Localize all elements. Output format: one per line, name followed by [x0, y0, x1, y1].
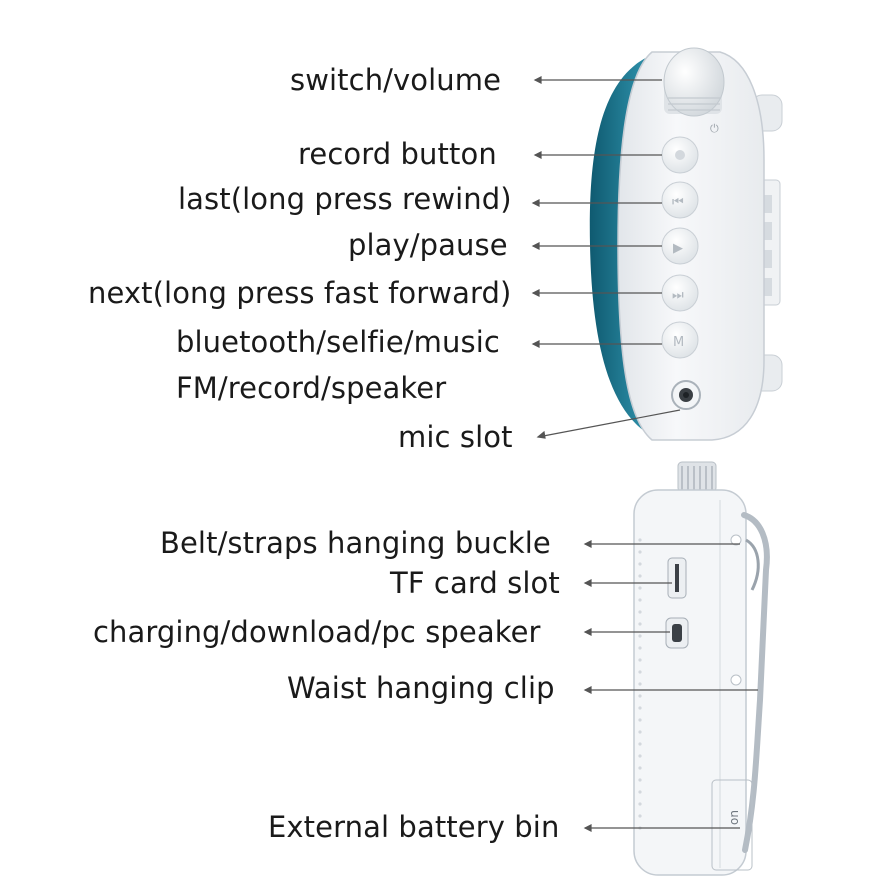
label-battery-bin: External battery bin — [268, 810, 560, 844]
front-buttons: ⏮ ▶ ⏭ M — [661, 136, 699, 359]
label-tf-card-slot: TF card slot — [390, 566, 560, 600]
label-charging: charging/download/pc speaker — [93, 615, 541, 649]
side-view-device: on — [633, 461, 770, 876]
svg-text:▶: ▶ — [673, 241, 683, 256]
label-record-button: record button — [298, 137, 497, 171]
label-waist-clip: Waist hanging clip — [287, 671, 555, 705]
leader-lines — [531, 76, 758, 832]
svg-text:M: M — [673, 335, 684, 350]
svg-text:⏮: ⏮ — [672, 195, 684, 210]
front-view-device: ⏻ ⏮ ▶ ⏭ M — [589, 47, 783, 441]
label-next: next(long press fast forward) — [88, 276, 512, 310]
svg-text:⏻: ⏻ — [710, 122, 719, 135]
label-mic-slot: mic slot — [398, 420, 513, 454]
label-last: last(long press rewind) — [178, 182, 512, 216]
label-bluetooth: bluetooth/selfie/music — [176, 325, 500, 359]
svg-text:on: on — [727, 810, 741, 825]
label-fm: FM/record/speaker — [176, 371, 447, 405]
label-belt-buckle: Belt/straps hanging buckle — [160, 526, 551, 560]
label-switch-volume: switch/volume — [290, 63, 502, 97]
label-play-pause: play/pause — [348, 228, 508, 262]
svg-text:⏭: ⏭ — [672, 288, 684, 303]
